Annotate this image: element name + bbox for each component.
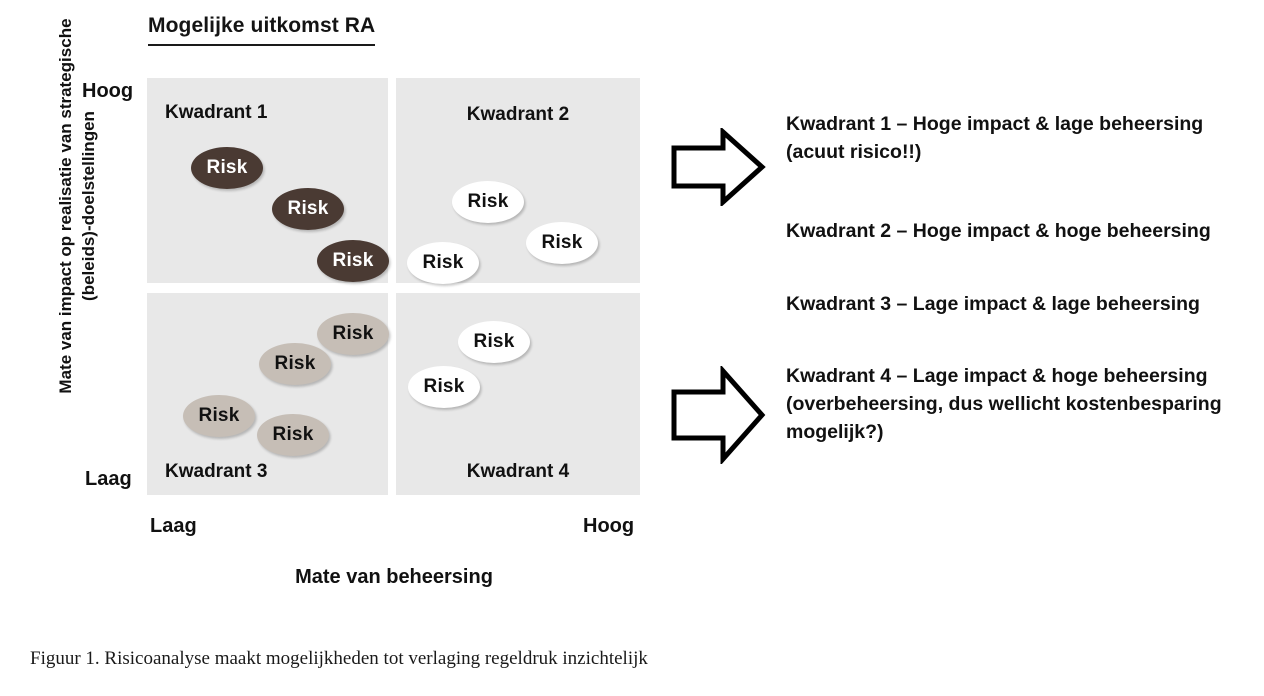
risk-bubble[interactable]: Risk [259,343,331,385]
legend-line: (overbeheersing, dus wellicht kostenbesp… [786,393,1222,415]
quadrant-1-panel: Kwadrant 1 Risk Risk Risk [147,78,389,283]
quadrant-4-label: Kwadrant 4 [466,461,570,482]
quadrant-3-panel: Kwadrant 3 Risk Risk Risk Risk [147,293,389,495]
legend-line: mogelijk?) [786,421,884,443]
y-axis-tick-low: Laag [85,468,132,490]
x-axis-tick-low: Laag [150,515,197,537]
x-axis-title: Mate van beheersing [295,566,493,588]
y-axis-tick-high: Hoog [82,80,134,102]
quadrant-3-label: Kwadrant 3 [165,461,268,482]
risk-bubble[interactable]: Risk [317,313,389,355]
risk-bubble[interactable]: Risk [183,395,255,437]
risk-bubble[interactable]: Risk [272,188,344,230]
legend-line: Kwadrant 3 – Lage impact & lage beheersi… [786,293,1200,315]
quadrant-4-panel: Kwadrant 4 Risk Risk [396,293,640,495]
risk-bubble[interactable]: Risk [407,242,479,284]
risk-bubble[interactable]: Risk [317,240,389,282]
legend-item-kwadrant-4: Kwadrant 4 – Lage impact & hoge beheersi… [786,362,1222,446]
figure-caption: Figuur 1. Risicoanalyse maakt mogelijkhe… [30,648,648,669]
arrow-right-icon [671,366,766,464]
risk-bubble[interactable]: Risk [257,414,329,456]
risk-matrix: Kwadrant 1 Risk Risk Risk Kwadrant 2 Ris… [147,78,640,495]
arrow-right-icon [671,128,766,206]
y-axis-title: Mate van impact op realisatie van strate… [56,18,98,394]
x-axis-tick-high: Hoog [583,515,635,537]
legend-line: (acuut risico!!) [786,141,922,163]
legend-item-kwadrant-1: Kwadrant 1 – Hoge impact & lage beheersi… [786,110,1203,166]
quadrant-2-label: Kwadrant 2 [466,104,570,125]
risk-bubble[interactable]: Risk [458,321,530,363]
quadrant-2-panel: Kwadrant 2 Risk Risk Risk [396,78,640,284]
legend-item-kwadrant-3: Kwadrant 3 – Lage impact & lage beheersi… [786,290,1200,318]
risk-bubble[interactable]: Risk [452,181,524,223]
quadrant-1-label: Kwadrant 1 [165,102,268,123]
risk-bubble[interactable]: Risk [191,147,263,189]
risk-bubble[interactable]: Risk [526,222,598,264]
legend-line: Kwadrant 4 – Lage impact & hoge beheersi… [786,365,1208,387]
legend-line: Kwadrant 1 – Hoge impact & lage beheersi… [786,113,1204,135]
page-title: Mogelijke uitkomst RA [148,14,376,46]
risk-bubble[interactable]: Risk [408,366,480,408]
legend-line: Kwadrant 2 – Hoge impact & hoge beheersi… [786,220,1211,242]
legend-item-kwadrant-2: Kwadrant 2 – Hoge impact & hoge beheersi… [786,217,1211,245]
